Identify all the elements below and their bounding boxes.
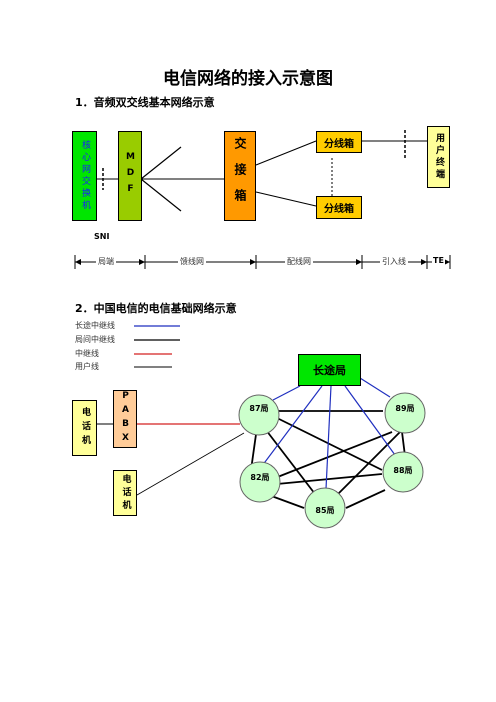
phone-2-label: 电话机 [120, 473, 131, 513]
segment-drop-line: 引入线 [380, 256, 408, 267]
user-terminal-box: 用户终端 [427, 126, 450, 188]
section2-heading: 2．中国电信的电信基础网络示意 [75, 302, 237, 315]
long-distance-office-box: 长途局 [298, 354, 361, 386]
phone-1-box: 电话机 [72, 400, 97, 456]
core-switch-label: 核心网交换机 [80, 140, 90, 212]
office-82-label: 82局 [250, 473, 270, 482]
user-terminal-label: 用户终端 [434, 133, 444, 181]
office-82-node [239, 461, 281, 503]
office-85-node [304, 487, 346, 529]
office-87-node [238, 394, 280, 436]
legend-trunk: 中继线 [75, 349, 99, 358]
office-88-node [382, 451, 424, 493]
dist-box-bottom: 分线箱 [316, 196, 362, 219]
legend-inter-office-trunk: 局间中继线 [75, 335, 115, 344]
exchange-box: 交接箱 [224, 131, 256, 221]
pabx-box: PABX [113, 390, 137, 448]
sni-label: SNI [94, 232, 110, 241]
dist-box-top: 分线箱 [316, 131, 362, 153]
segment-distribution-net: 配线网 [285, 256, 313, 267]
segment-te: TE [432, 256, 445, 265]
mdf-label: MDF [125, 152, 136, 200]
mdf-box: MDF [118, 131, 142, 221]
office-87-label: 87局 [249, 404, 269, 413]
section1-heading: 1．音频双交线基本网络示意 [75, 96, 215, 109]
page-title: 电信网络的接入示意图 [163, 69, 333, 89]
office-88-label: 88局 [393, 466, 413, 475]
exchange-box-label: 交接箱 [233, 137, 247, 215]
office-89-node [384, 392, 426, 434]
office-89-label: 89局 [395, 404, 415, 413]
office-85-label: 85局 [315, 506, 335, 515]
core-switch-box: 核心网交换机 [72, 131, 97, 221]
phone-1-label: 电话机 [80, 407, 90, 449]
legend-subscriber-line: 用户线 [75, 362, 99, 371]
pabx-label: PABX [120, 391, 131, 447]
segment-feeder-net: 馈线网 [178, 256, 206, 267]
legend-long-distance-trunk: 长途中继线 [75, 321, 115, 330]
segment-office-end: 局端 [96, 256, 116, 267]
phone-2-box: 电话机 [113, 470, 137, 516]
